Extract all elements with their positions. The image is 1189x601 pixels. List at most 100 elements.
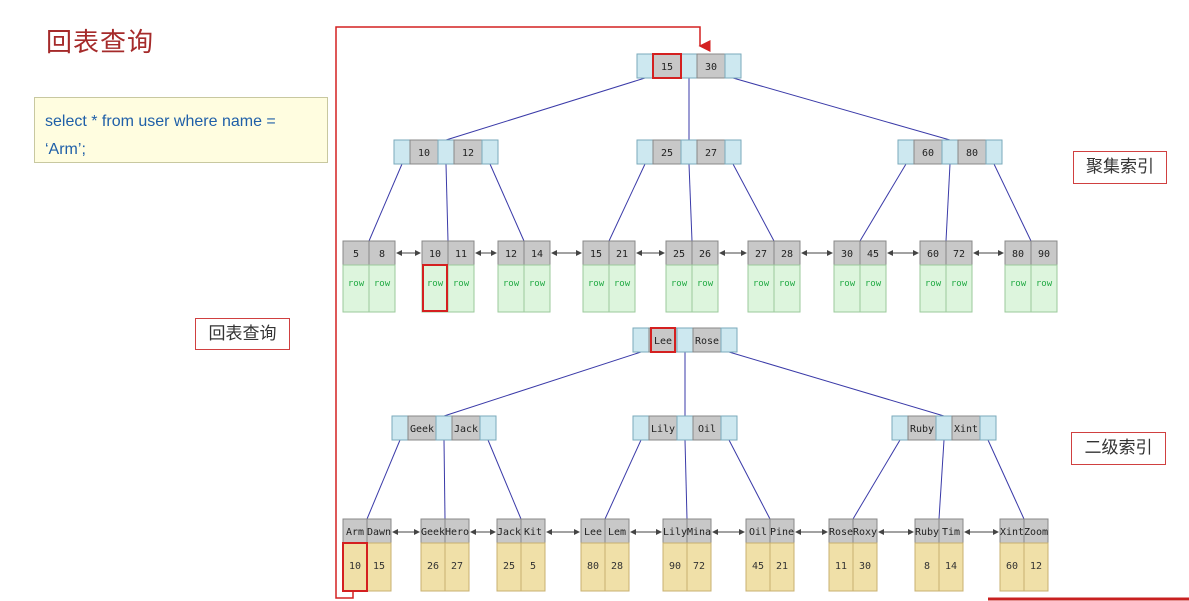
leaf-row-cell <box>342 264 370 313</box>
leaf-id-cell <box>999 542 1025 592</box>
leaf-row-cell <box>1030 264 1058 313</box>
node-key-text: 15 <box>661 62 673 73</box>
tree-edge <box>728 439 771 520</box>
highlight-root-key <box>652 53 682 79</box>
leaf-id-text: 28 <box>611 561 623 572</box>
node-key-text: Lily <box>651 424 675 435</box>
node-pointer-cell <box>985 139 1003 165</box>
node-pointer-cell <box>680 53 698 79</box>
leaf-id-cell <box>828 542 854 592</box>
node-pointer-cell <box>720 415 738 441</box>
secondary-internal-node: Lily Oil <box>632 415 738 441</box>
leaf-id-text: 90 <box>669 561 681 572</box>
tree-edge <box>443 351 642 417</box>
node-key-text: 80 <box>966 148 978 159</box>
leaf-key-cell <box>523 240 551 266</box>
lookup-label: 回表查询 <box>195 318 290 350</box>
leaf-row-cell <box>497 264 525 313</box>
node-pointer-cell <box>435 415 453 441</box>
tree-edge <box>684 439 688 520</box>
leaf-key-text: Pine <box>770 527 794 538</box>
leaf-id-cell <box>852 542 878 592</box>
leaf-row-text: row <box>925 279 942 289</box>
tree-edge <box>852 439 901 520</box>
leaf-row-cell <box>859 264 887 313</box>
leaf-id-text: 15 <box>373 561 385 572</box>
leaf-key-text: Xint <box>1000 527 1024 538</box>
leaf-key-text: Jack <box>497 527 521 538</box>
leaf-key-text: Lee <box>584 527 602 538</box>
leaf-row-text: row <box>529 279 546 289</box>
node-pointer-cell <box>891 415 909 441</box>
leaf-id-text: 10 <box>349 561 361 572</box>
leaf-id-cell <box>686 542 712 592</box>
leaf-key-text: 45 <box>867 249 879 260</box>
leaf-key-text: 72 <box>953 249 965 260</box>
node-key-text: 27 <box>705 148 717 159</box>
tree-edge <box>445 163 449 242</box>
sql-query-box: select * from user where name = ‘Arm’; <box>34 97 328 163</box>
leaf-id-text: 45 <box>752 561 764 572</box>
leaf-id-cell <box>420 542 446 592</box>
leaf-key-text: 12 <box>505 249 517 260</box>
leaf-key-cell <box>773 240 801 266</box>
leaf-key-text: Dawn <box>367 527 391 538</box>
leaf-row-cell <box>665 264 693 313</box>
leaf-key-text: Hero <box>445 527 469 538</box>
leaf-key-text: 10 <box>429 249 441 260</box>
leaf-row-cell <box>691 264 719 313</box>
leaf-key-text: Roxy <box>853 527 877 538</box>
leaf-row-text: row <box>697 279 714 289</box>
leaf-key-cell <box>833 240 861 266</box>
leaf-id-text: 26 <box>427 561 439 572</box>
secondary-index-label: 二级索引 <box>1071 432 1166 465</box>
leaf-row-cell <box>747 264 775 313</box>
leaf-key-text: 8 <box>379 249 385 260</box>
leaf-key-text: Mina <box>687 527 711 538</box>
leaf-id-cell <box>444 542 470 592</box>
node-pointer-cell <box>724 53 742 79</box>
node-key-text: Geek <box>410 424 434 435</box>
leaf-key-text: 11 <box>455 249 467 260</box>
leaf-key-text: Oil <box>749 527 767 538</box>
node-key-text: Oil <box>698 424 716 435</box>
node-key-text: 25 <box>661 148 673 159</box>
clustered-index-label: 聚集索引 <box>1073 151 1167 184</box>
leaf-row-text: row <box>1036 279 1053 289</box>
node-pointer-cell <box>680 139 698 165</box>
leaf-row-text: row <box>671 279 688 289</box>
leaf-id-cell <box>938 542 964 592</box>
leaf-row-cell <box>368 264 396 313</box>
leaf-row-text: row <box>374 279 391 289</box>
leaf-key-text: Kit <box>524 527 542 538</box>
leaf-key-cell <box>665 240 693 266</box>
node-pointer-cell <box>720 327 738 353</box>
leaf-row-text: row <box>348 279 365 289</box>
tree-edge <box>993 163 1032 242</box>
node-key-text: 30 <box>705 62 717 73</box>
leaf-id-cell <box>745 542 771 592</box>
node-key-cell <box>692 327 722 353</box>
tree-edge <box>608 163 646 242</box>
leaf-key-cell <box>686 518 712 544</box>
leaf-key-cell <box>604 518 630 544</box>
leaf-key-text: 30 <box>841 249 853 260</box>
leaf-key-cell <box>938 518 964 544</box>
leaf-key-text: Rose <box>829 527 853 538</box>
leaf-row-text: row <box>588 279 605 289</box>
tree-edge <box>445 77 646 141</box>
node-key-text: 10 <box>418 148 430 159</box>
leaf-id-text: 12 <box>1030 561 1042 572</box>
leaf-id-text: 8 <box>924 561 930 572</box>
leaf-id-cell <box>604 542 630 592</box>
leaf-id-text: 72 <box>693 561 705 572</box>
leaf-key-text: Ruby <box>915 527 939 538</box>
